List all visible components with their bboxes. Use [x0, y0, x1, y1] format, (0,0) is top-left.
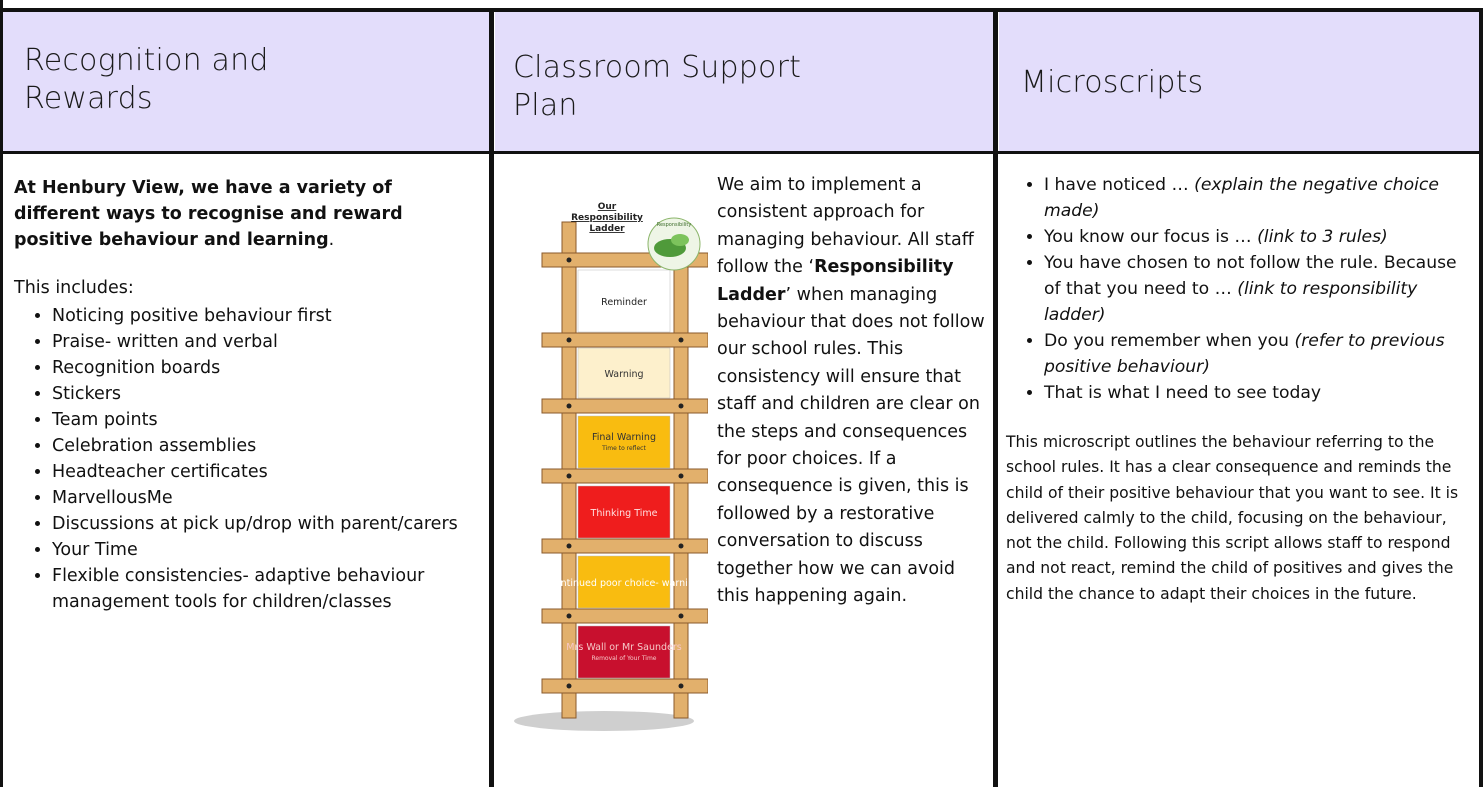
microscript-item: You know our focus is … (link to 3 rules… [1044, 224, 1476, 250]
microscript-item: Do you remember when you (refer to previ… [1044, 328, 1476, 380]
recognition-item: Flexible consistencies- adaptive behavio… [52, 563, 474, 615]
microscript-text: You know our focus is … [1044, 227, 1258, 247]
ladder-step-box [577, 555, 671, 609]
recognition-body: At Henbury View, we have a variety of di… [14, 175, 474, 615]
left-border [0, 0, 3, 787]
ladder-bolt [566, 337, 572, 343]
ladder-shadow [514, 711, 694, 731]
microscript-note: (refer to previous positive behaviour) [1044, 331, 1445, 377]
microscripts-body: I have noticed … (explain the negative c… [1006, 172, 1476, 607]
ladder-step-sublabel: Time to reflect [601, 445, 646, 452]
ladder-step-box [577, 625, 671, 679]
recognition-item: Headteacher certificates [52, 459, 474, 485]
ladder-step-sublabel: Removal of Your Time [592, 655, 657, 662]
ladder-step-label: Reminder [601, 297, 647, 308]
ladder-bolt [678, 613, 684, 619]
ladder-bolt [566, 613, 572, 619]
microscript-item: I have noticed … (explain the negative c… [1044, 172, 1476, 224]
ladder-heading-line3: Ladder [589, 224, 625, 234]
ladder-step-box [577, 415, 671, 469]
microscript-note: (link to responsibility ladder) [1044, 279, 1418, 325]
recognition-title: Recognition and Rewards [24, 43, 269, 116]
ladder-bolt [566, 473, 572, 479]
ladder-heading: Our Responsibility Ladder [571, 202, 643, 234]
microscript-item: You have chosen to not follow the rule. … [1044, 250, 1476, 328]
right-border [1479, 8, 1483, 787]
ladder-step-box [577, 485, 671, 539]
ladder-bolt [566, 257, 572, 263]
ladder-bolt [566, 403, 572, 409]
microscript-item: That is what I need to see today [1044, 380, 1476, 406]
recognition-item: Celebration assemblies [52, 433, 474, 459]
microscript-text: You have chosen to not follow the rule. … [1044, 253, 1457, 299]
microscripts-list: I have noticed … (explain the negative c… [1006, 172, 1476, 406]
microscript-note: (explain the negative choice made) [1044, 175, 1439, 221]
column-divider-2 [993, 8, 998, 787]
responsibility-logo: Responsibility [647, 217, 701, 271]
ladder-step-box [577, 269, 671, 333]
recognition-item: Discussions at pick up/drop with parent/… [52, 511, 474, 537]
ladder-step-label: Mrs Wall or Mr Saunders [566, 642, 682, 653]
recognition-item: Recognition boards [52, 355, 474, 381]
recognition-item: Praise- written and verbal [52, 329, 474, 355]
header-bottom-border [0, 151, 1483, 154]
recognition-item: Noticing positive behaviour first [52, 303, 474, 329]
ladder-bolt [678, 543, 684, 549]
recognition-item: MarvellousMe [52, 485, 474, 511]
microscript-note: (link to 3 rules) [1257, 227, 1388, 247]
ladder-step-box [577, 347, 671, 399]
ladder-step-label: Continued poor choice- warning [548, 578, 700, 589]
column-divider-1 [489, 8, 494, 787]
recognition-list: Noticing positive behaviour firstPraise-… [14, 303, 474, 615]
includes-label: This includes: [14, 278, 134, 298]
table-top-border [0, 8, 1483, 12]
support-plan-text: We aim to implement a consistent approac… [717, 175, 985, 607]
logo-text: Responsibility [657, 222, 692, 228]
ladder-heading-line2: Responsibility [571, 213, 643, 223]
ladder-bolt [678, 403, 684, 409]
recognition-item: Your Time [52, 537, 474, 563]
recognition-item: Team points [52, 407, 474, 433]
ladder-bolt [678, 683, 684, 689]
microscript-text: I have noticed … [1044, 175, 1195, 195]
microscript-text: Do you remember when you [1044, 331, 1295, 351]
header-microscripts [999, 11, 1483, 152]
ladder-step-label: Final Warning [592, 432, 656, 443]
microscripts-title: Microscripts [1021, 65, 1204, 100]
ladder-step-label: Thinking Time [590, 508, 658, 519]
microscripts-paragraph: This microscript outlines the behaviour … [1006, 433, 1459, 603]
ladder-bolt [678, 337, 684, 343]
responsibility-ladder-term: Responsibility Ladder [717, 257, 954, 305]
header-support-plan [495, 11, 993, 152]
ladder-bolt [566, 543, 572, 549]
ladder-bolt [566, 683, 572, 689]
ladder-heading-line1: Our [598, 202, 617, 212]
ladder-bolt [678, 473, 684, 479]
recognition-lead: At Henbury View, we have a variety of di… [14, 178, 403, 250]
header-recognition [3, 11, 489, 152]
support-plan-title: Classroom Support Plan [513, 50, 802, 123]
ladder-step-label: Warning [604, 369, 643, 380]
recognition-item: Stickers [52, 381, 474, 407]
microscript-text: That is what I need to see today [1044, 383, 1322, 403]
